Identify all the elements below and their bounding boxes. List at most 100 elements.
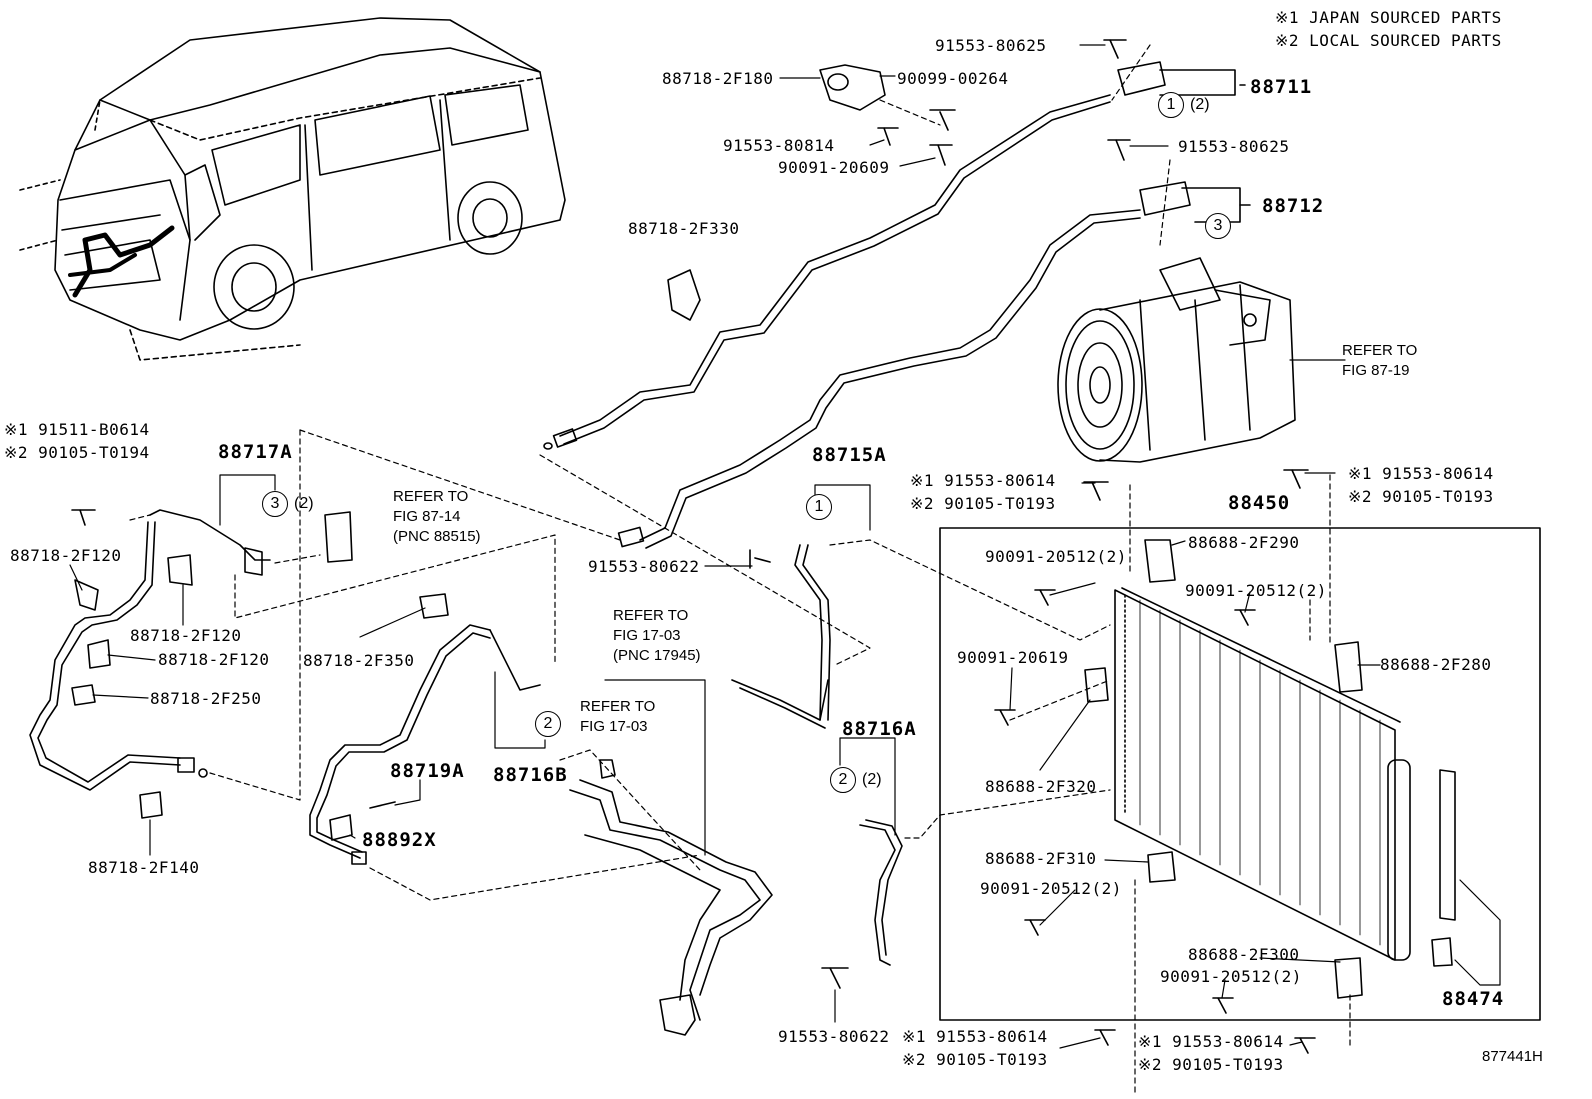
ref-fig-17-03b-line2: FIG 17-03 — [580, 718, 648, 735]
bolt-91553-80622-b — [821, 967, 849, 989]
valve-88719A — [369, 801, 396, 809]
label-88719A: 88719A — [390, 760, 465, 782]
clamp-88718-2F120-a — [74, 579, 99, 611]
ref-fig-17-03a-line2: FIG 17-03 — [613, 627, 681, 644]
clamp-88718-2F250 — [71, 684, 96, 706]
label-88892X: 88892X — [362, 829, 437, 851]
bracket-88688-2F310 — [1147, 851, 1176, 883]
label-88717A: 88717A — [218, 441, 293, 463]
expansion-valve — [324, 511, 353, 563]
label-s2-90105-T0193-d: ※2 90105-T0193 — [1138, 1055, 1284, 1074]
ref-fig-17-03a-line3: (PNC 17945) — [613, 647, 701, 664]
label-88718-2F140: 88718-2F140 — [88, 858, 200, 877]
pipe-88716A — [859, 819, 903, 966]
label-s1-91553-80614-d: ※1 91553-80614 — [1138, 1032, 1284, 1051]
dashed-connections — [129, 44, 1351, 1096]
bolt-91553-80614-b — [1283, 469, 1309, 489]
label-88474: 88474 — [1442, 988, 1505, 1010]
label-s1-91553-80614-b: ※1 91553-80614 — [1348, 464, 1494, 483]
callout-3-88712: 3 — [1205, 213, 1231, 239]
label-s1-91553-80614-a: ※1 91553-80614 — [910, 471, 1056, 490]
van-illustration — [19, 17, 566, 361]
ref-fig-87-19-line1: REFER TO — [1342, 342, 1418, 359]
label-90091-20512-c: 90091-20512(2) — [980, 879, 1122, 898]
callout-1-88711: 1 — [1158, 92, 1184, 118]
pipe-88715A — [731, 544, 831, 729]
label-90099-00264: 90099-00264 — [897, 69, 1009, 88]
ref-fig-87-19-line2: FIG 87-19 — [1342, 362, 1410, 379]
label-s2-90105-T0193-b: ※2 90105-T0193 — [1348, 487, 1494, 506]
bolt-90091-20512-a — [1034, 589, 1056, 606]
leader-lines — [69, 44, 1501, 1049]
label-88716A: 88716A — [842, 718, 917, 740]
suction-hose-line — [617, 209, 1141, 549]
bolt-90091-20512-d — [1212, 997, 1234, 1014]
label-88688-2F320: 88688-2F320 — [985, 777, 1097, 796]
pipe-assembly-bracket — [569, 759, 773, 1036]
label-88718-2F180: 88718-2F180 — [662, 69, 774, 88]
label-88712: 88712 — [1262, 195, 1325, 217]
bolt-91553-80814 — [877, 127, 899, 146]
label-91553-80622-b: 91553-80622 — [778, 1027, 890, 1046]
bolt-91553-80614-d — [1294, 1037, 1316, 1054]
label-91553-80814: 91553-80814 — [723, 136, 835, 155]
label-88716B: 88716B — [493, 764, 568, 786]
legend-local-sourced: ※2 LOCAL SOURCED PARTS — [1275, 31, 1502, 50]
bolt-91553-80614-c — [1094, 1029, 1116, 1046]
ref-fig-17-03a-line1: REFER TO — [613, 607, 689, 624]
label-88688-2F300: 88688-2F300 — [1188, 945, 1300, 964]
label-91553-80625-b: 91553-80625 — [1178, 137, 1290, 156]
legend-japan-sourced: ※1 JAPAN SOURCED PARTS — [1275, 8, 1502, 27]
bracket-88718-2F180 — [819, 64, 886, 111]
bolt-90091-20512-c — [1024, 919, 1046, 936]
label-88718-2F120-c: 88718-2F120 — [158, 650, 270, 669]
condenser-88450 — [1114, 587, 1456, 967]
label-88718-2F330: 88718-2F330 — [628, 219, 740, 238]
fitting-88712 — [1139, 181, 1191, 216]
qty-88716A: (2) — [862, 771, 882, 788]
label-90091-20619: 90091-20619 — [957, 648, 1069, 667]
clamp-88718-2F120-c — [87, 639, 111, 669]
label-88718-2F250: 88718-2F250 — [150, 689, 262, 708]
label-88450: 88450 — [1228, 492, 1291, 514]
label-88688-2F290: 88688-2F290 — [1188, 533, 1300, 552]
clamp-88718-2F140 — [139, 791, 163, 819]
bracket-88688-2F290 — [1144, 539, 1176, 583]
bolt-91511-B0614 — [71, 509, 96, 526]
label-88711: 88711 — [1250, 76, 1313, 98]
label-88718-2F120-b: 88718-2F120 — [130, 626, 242, 645]
label-88718-2F350: 88718-2F350 — [303, 651, 415, 670]
bolt-91553-80625-b — [1107, 139, 1131, 161]
callout-1-88715A: 1 — [806, 494, 832, 520]
ref-fig-17-03b-line1: REFER TO — [580, 698, 656, 715]
condenser-frame-box — [939, 527, 1541, 1021]
label-s1-91511-B0614: ※1 91511-B0614 — [4, 420, 150, 439]
bracket-88711 — [1159, 69, 1236, 96]
clamp-88718-2F330 — [667, 269, 701, 321]
label-88688-2F280: 88688-2F280 — [1380, 655, 1492, 674]
label-91553-80622-a: 91553-80622 — [588, 557, 700, 576]
label-88715A: 88715A — [812, 444, 887, 466]
fitting-88711 — [1117, 61, 1166, 96]
pipe-88716B — [309, 593, 541, 865]
bolt-91553-80614-a — [1083, 481, 1109, 501]
label-88688-2F310: 88688-2F310 — [985, 849, 1097, 868]
bolt-90091-20609 — [929, 144, 953, 166]
callout-3-88717A: 3 — [262, 491, 288, 517]
label-s2-90105-T0193-c: ※2 90105-T0193 — [902, 1050, 1048, 1069]
discharge-hose-line — [543, 94, 1111, 450]
liquid-pipe-88717A — [29, 509, 271, 791]
qty-88711: (2) — [1190, 96, 1210, 113]
callout-2-88716B: 2 — [535, 711, 561, 737]
bracket-88688-2F320 — [1084, 667, 1109, 703]
label-90091-20609: 90091-20609 — [778, 158, 890, 177]
switch-88892X — [329, 814, 353, 841]
bracket-88688-2F300 — [1334, 957, 1363, 999]
clamp-88718-2F120-b — [167, 554, 193, 586]
label-s2-90105-T0193-a: ※2 90105-T0193 — [910, 494, 1056, 513]
ref-fig-87-14-line1: REFER TO — [393, 488, 469, 505]
bolt-91553-80625-a — [1103, 39, 1127, 59]
bolt-91553-80622-a — [749, 549, 771, 569]
label-s2-90105-T0194: ※2 90105-T0194 — [4, 443, 150, 462]
